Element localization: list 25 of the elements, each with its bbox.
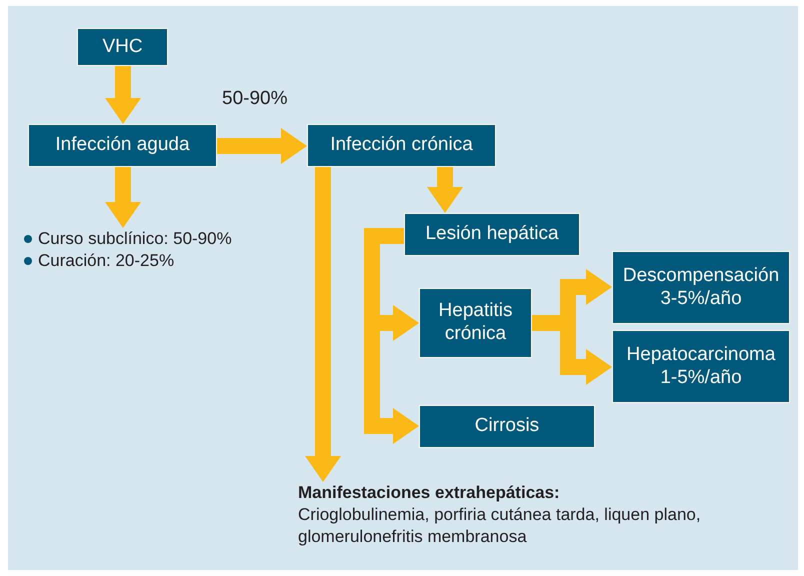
box-label: Descompensación 3-5%/año <box>622 264 780 310</box>
process-box <box>419 405 595 448</box>
arrow <box>427 167 463 213</box>
box-label: VHC <box>102 36 143 58</box>
process-box <box>404 213 580 256</box>
arrow <box>105 167 141 228</box>
process-box <box>419 288 532 358</box>
box-label: Cirrosis <box>474 415 540 438</box>
list-item-text: Curación: 20-25% <box>38 251 174 270</box>
process-box <box>307 124 496 167</box>
arrow <box>105 66 141 124</box>
box-label: Lesión hepática <box>425 223 559 246</box>
note-body: Crioglobulinemia, porfiria cutánea tarda, liquen plano, glomerulonefritis membranosa <box>298 504 702 548</box>
process-box <box>612 330 790 403</box>
process-box <box>612 251 790 324</box>
list-item-text: Curso subclínico: 50-90% <box>38 229 232 248</box>
box-label: Hepatocarcinoma 1-5%/año <box>626 344 776 390</box>
process-box <box>77 28 168 66</box>
box-label: Hepatitis crónica <box>438 300 514 346</box>
box-label: Infección crónica <box>330 134 473 157</box>
arrow <box>305 167 341 482</box>
box-label: Infección aguda <box>55 134 190 157</box>
process-box <box>28 124 217 167</box>
arrow <box>217 128 307 164</box>
note-heading: Manifestaciones extrahepáticas: <box>298 482 561 504</box>
